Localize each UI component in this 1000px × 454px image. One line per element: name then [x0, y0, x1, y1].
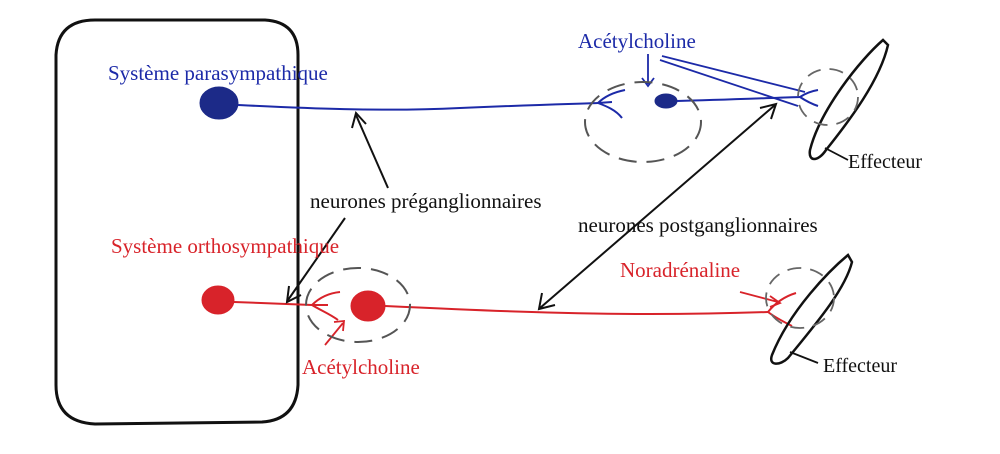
- label-postganglionic-neurons: neurones postganglionnaires: [578, 213, 818, 237]
- effector-bottom-pointer: [789, 351, 819, 364]
- pre-arrow-to-ortho-axon-head: [285, 285, 302, 304]
- effector-top-dashed-outline: [797, 68, 859, 126]
- para-preganglionic-axon: [237, 102, 599, 111]
- postganglionic-arrow: [537, 102, 778, 311]
- effector-bottom-dashed-outline: [765, 267, 835, 329]
- post-arrow-head-top: [759, 102, 778, 120]
- label-acetylcholine-bottom: Acétylcholine: [302, 355, 420, 379]
- para-postganglionic-terminal: [799, 89, 819, 107]
- effector-bottom: [765, 253, 854, 365]
- para-cell-body-cns: [199, 86, 239, 120]
- para-acetylcholine-pointer-effector: [659, 55, 806, 107]
- ortho-ganglion-neuron: [350, 290, 386, 322]
- pre-arrow-to-ortho-axon: [287, 217, 346, 301]
- post-arrow-line: [539, 104, 776, 309]
- preganglionic-arrows: [285, 110, 389, 304]
- para-acetylcholine-pointer: [641, 54, 655, 88]
- ortho-cell-body-cns: [201, 285, 235, 315]
- ortho-noradrenaline-pointer: [739, 291, 782, 308]
- ortho-postganglionic-terminal: [767, 292, 797, 327]
- label-effector-top: Effecteur: [848, 151, 922, 173]
- para-ganglion-neuron: [654, 93, 678, 109]
- ortho-preganglionic-axon: [233, 301, 313, 306]
- ortho-ganglion-outline: [305, 267, 411, 343]
- effector-top-shape: [808, 38, 890, 161]
- central-nervous-system-outline: [54, 18, 300, 426]
- para-ganglion-outline: [584, 81, 702, 163]
- label-effector-bottom: Effecteur: [823, 355, 897, 377]
- para-preganglionic-terminal: [597, 89, 626, 119]
- label-noradrenaline: Noradrénaline: [620, 258, 740, 282]
- pre-arrow-to-para-axon-head: [351, 110, 367, 129]
- label-preganglionic-neurons: neurones préganglionnaires: [310, 189, 542, 213]
- pre-arrow-to-para-axon: [355, 114, 389, 189]
- effector-top-pointer: [824, 147, 849, 161]
- ortho-acetylcholine-pointer: [324, 319, 346, 346]
- orthosympathetic-pathway: [201, 285, 797, 346]
- ortho-postganglionic-axon: [384, 305, 769, 316]
- label-acetylcholine-top: Acétylcholine: [578, 29, 696, 53]
- effector-bottom-shape: [769, 253, 854, 365]
- label-parasympathetic-system: Système parasympathique: [108, 61, 328, 85]
- ortho-preganglionic-terminal: [311, 291, 341, 321]
- effector-top: [797, 38, 890, 161]
- post-arrow-head-bottom: [537, 292, 556, 311]
- label-orthosympathetic-system: Système orthosympathique: [111, 234, 339, 258]
